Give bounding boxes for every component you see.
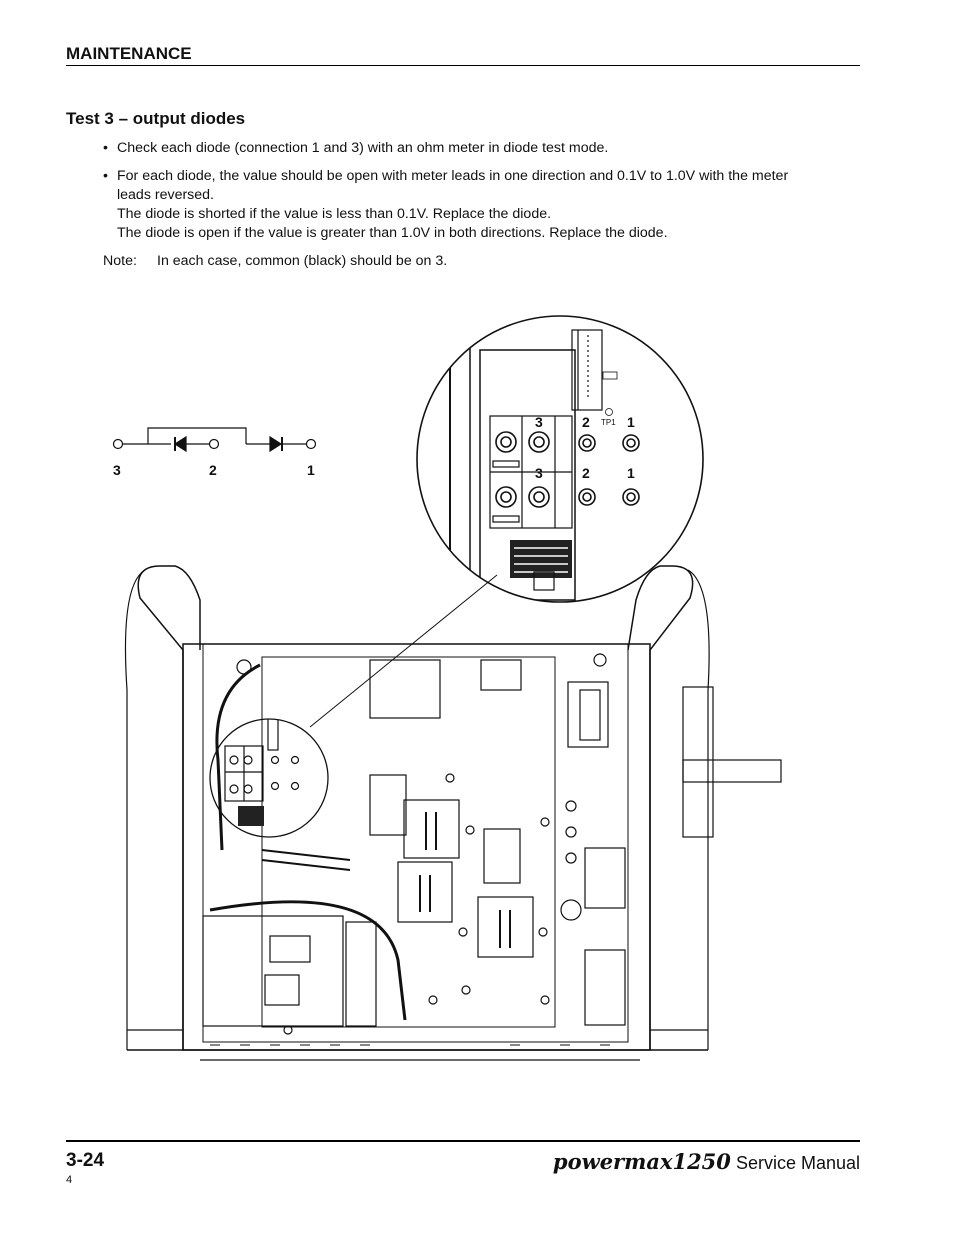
bullet-icon: • [103,168,108,184]
footer-title: powermax1250 Service Manual [553,1149,860,1174]
detail-source-circle [209,718,329,838]
bullet-icon: • [103,140,108,156]
note: Note: In each case, common (black) should… [103,253,447,269]
detail-label: 3 [535,465,543,481]
detail-label: 3 [535,414,543,430]
page-number: 3-24 [66,1150,105,1171]
schematic-label: 1 [307,462,315,478]
screw-icon [495,431,640,508]
brand-logo: powermax1250 [552,1149,731,1174]
manual-title: Service Manual [735,1153,860,1173]
note-label: Note: [103,253,137,269]
bullet-line: For each diode, the value should be open… [117,168,789,184]
terminal-1-circle [305,438,317,450]
bullet-line: leads reversed. [117,187,214,203]
bullet-line: Check each diode (connection 1 and 3) wi… [117,140,609,156]
bullet-line: The diode is open if the value is greate… [117,225,668,241]
detail-label: 1 [627,414,635,430]
leader-line [309,574,498,728]
header-rule [66,65,860,66]
test-title: Test 3 – output diodes [66,109,246,128]
detail-label: 2 [582,414,590,430]
detail-circle [416,315,704,603]
test-point-icon [605,408,613,416]
diode-schematic: 3 2 1 [112,427,317,478]
diode-2-icon [269,435,283,453]
tp-label: TP1 [601,418,616,427]
schematic-label: 2 [209,462,217,478]
terminal-3-circle [112,438,124,450]
power-supply-figure: 3 2 1 [112,315,782,1061]
revision-number: 4 [66,1174,73,1186]
note-text: In each case, common (black) should be o… [157,253,448,269]
terminal-2-circle [208,438,220,450]
detail-label: 1 [627,465,635,481]
bullet-line: The diode is shorted if the value is les… [117,206,552,222]
power-supply-unit [124,565,782,1061]
detail-label: 2 [582,465,590,481]
detail-view: 3 2 1 3 2 1 TP1 [416,315,704,603]
diode-1-icon [173,435,187,453]
schematic-label: 3 [113,462,121,478]
section-header: MAINTENANCE [66,44,192,63]
footer-rule [66,1140,860,1142]
